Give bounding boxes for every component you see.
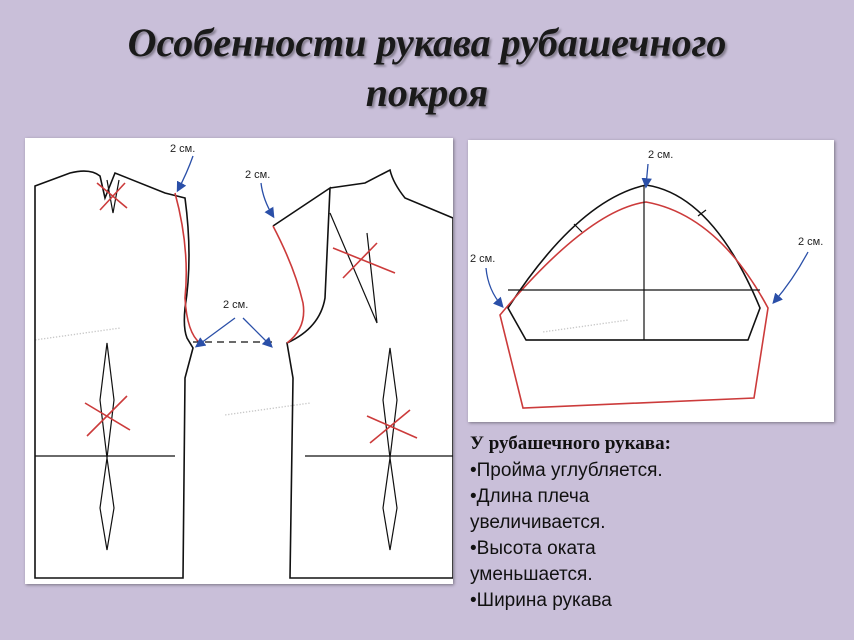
notes-heading: У рубашечного рукава: <box>470 433 671 454</box>
armhole-depth-arrow-left <box>194 317 236 348</box>
note-item: •Длина плеча увеличивается. <box>470 486 606 533</box>
front-modified-armhole <box>272 225 305 344</box>
front-piece-outline <box>272 168 453 579</box>
watermark: ····························· <box>542 315 629 337</box>
front-shoulder-arrow <box>260 182 275 219</box>
back-modified-armhole <box>174 192 201 344</box>
back-dart-cross-mark <box>96 182 128 211</box>
back-piece-outline <box>34 170 194 579</box>
bodice-pattern-panel: ····························· ··········… <box>25 138 453 584</box>
front-hip-dart <box>382 457 398 551</box>
cap-height-arrow <box>641 163 652 189</box>
front-waist-cross-mark <box>366 409 418 444</box>
right-width-label: 2 см. <box>798 236 823 248</box>
bodice-pattern-drawing: ····························· ··········… <box>34 143 453 579</box>
original-sleeve-outline <box>507 184 761 341</box>
watermark: ····························· <box>34 323 121 345</box>
back-hip-dart <box>99 457 115 551</box>
cap-notch <box>573 223 583 233</box>
back-shoulder-arrow <box>176 155 194 193</box>
modified-sleeve-outline <box>499 201 769 409</box>
sleeve-pattern-panel: ····························· 2 см. 2 см… <box>468 140 834 422</box>
back-waist-cross-mark <box>84 395 131 437</box>
note-item: •Ширина рукава <box>470 590 612 611</box>
cap-notch <box>697 209 707 217</box>
title-line-2: покроя <box>365 70 489 115</box>
armhole-depth-arrow-right <box>242 317 273 348</box>
back-shoulder-label: 2 см. <box>170 143 195 155</box>
back-waist-dart <box>99 342 115 459</box>
cap-height-label: 2 см. <box>648 149 673 161</box>
watermark: ····························· <box>224 398 311 420</box>
front-bust-cross-mark <box>332 242 396 279</box>
title-line-1: Особенности рукава рубашечного <box>127 20 727 65</box>
sleeve-pattern-drawing: ····························· 2 см. 2 см… <box>470 149 823 409</box>
notes-block: У рубашечного рукава: •Пройма углубляетс… <box>470 432 840 614</box>
note-item: •Пройма углубляется. <box>470 460 663 481</box>
armhole-depth-label: 2 см. <box>223 299 248 311</box>
left-width-arrow <box>485 267 504 308</box>
right-width-arrow <box>772 251 809 304</box>
front-shoulder-label: 2 см. <box>245 169 270 181</box>
page-title: Особенности рукава рубашечного покроя <box>0 18 854 118</box>
note-item: •Высота оката уменьшается. <box>470 538 596 585</box>
front-waist-dart <box>382 347 398 459</box>
left-width-label: 2 см. <box>470 253 495 265</box>
